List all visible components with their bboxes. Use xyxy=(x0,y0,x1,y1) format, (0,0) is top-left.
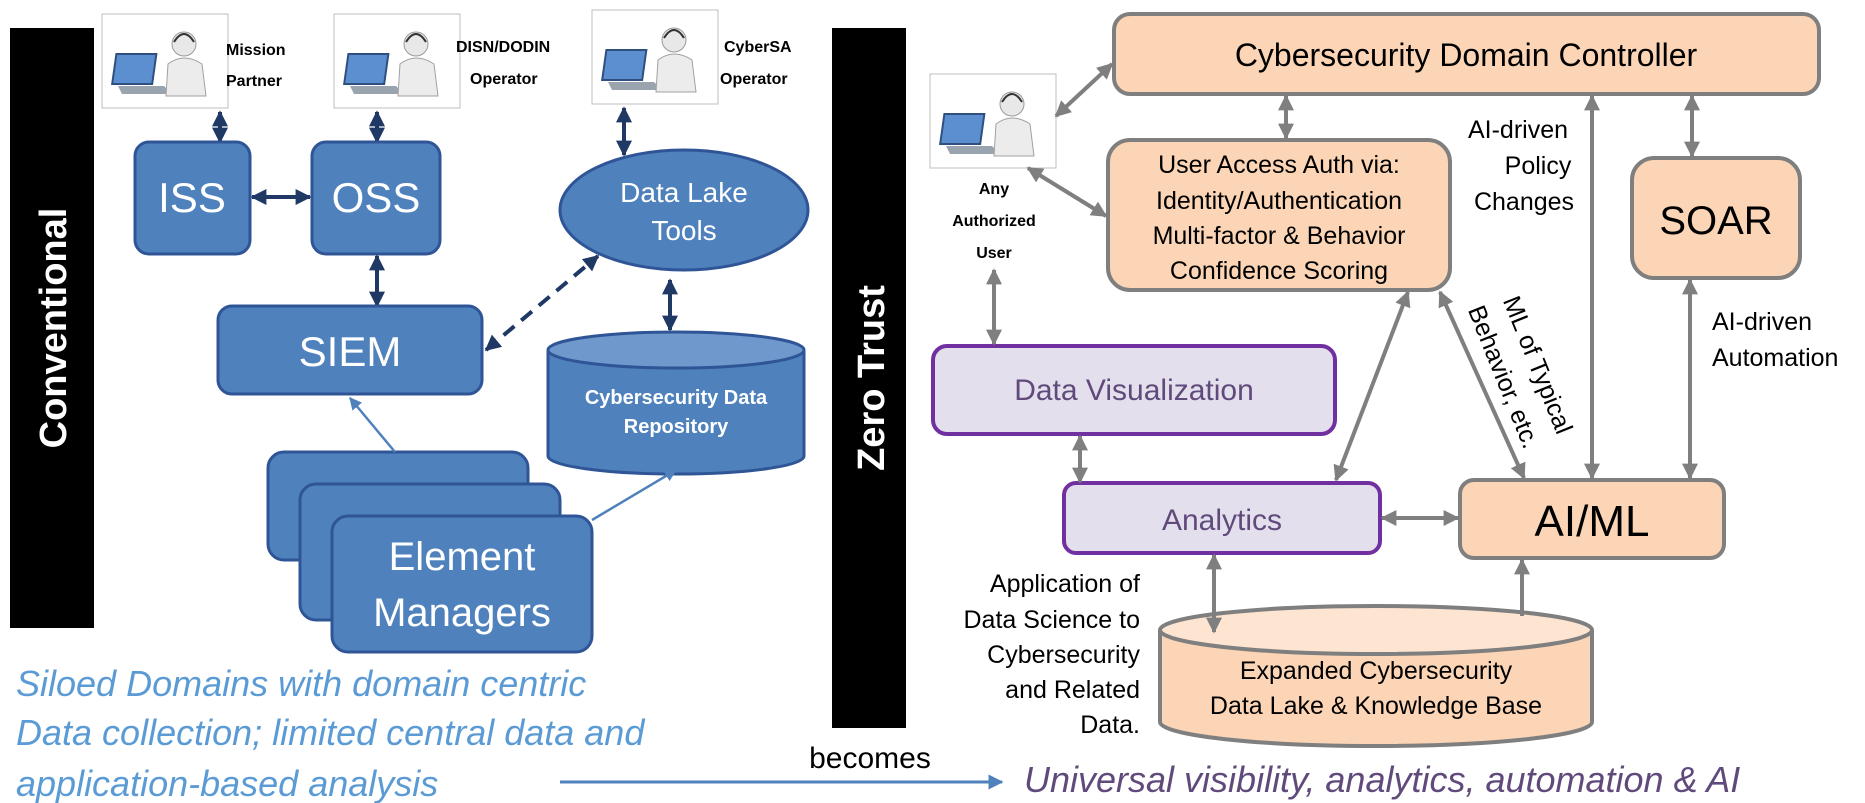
arrow-element-siem xyxy=(349,397,396,453)
application-line1: Application of xyxy=(990,570,1140,598)
domain-controller-label: Cybersecurity Domain Controller xyxy=(1235,37,1698,73)
element-managers-line1: Element xyxy=(389,535,536,579)
application-line4: and Related xyxy=(1005,676,1140,704)
aiml-label: AI/ML xyxy=(1535,497,1650,546)
data-lake-tools-line2: Tools xyxy=(651,215,716,246)
cybersa-operator-line1: CyberSA xyxy=(724,39,792,56)
expanded-data-lake: Expanded Cybersecurity Data Lake & Knowl… xyxy=(1158,604,1594,748)
data-lake-tools-line1: Data Lake xyxy=(620,177,748,208)
zero-trust-caption: Universal visibility, analytics, automat… xyxy=(1024,759,1740,800)
application-line5: Data. xyxy=(1080,711,1140,739)
data-lake-line1: Expanded Cybersecurity xyxy=(1240,657,1513,685)
mission-partner-line1: Mission xyxy=(226,42,286,59)
arrow-user-auth xyxy=(1026,166,1108,218)
disn-dodin-operator-icon xyxy=(333,13,461,109)
oss-box xyxy=(310,140,442,256)
conventional-panel: Conventional Mission Partner DISN/DODIN … xyxy=(10,9,810,803)
automation-label-line2: Automation xyxy=(1712,344,1838,372)
siem-box xyxy=(216,304,484,396)
user-access-line1: User Access Auth via: xyxy=(1158,151,1400,179)
arrow-analytics-auth xyxy=(1333,290,1411,482)
data-visualization-label: Data Visualization xyxy=(1014,374,1254,407)
element-managers-box xyxy=(330,514,594,654)
user-access-line4: Confidence Scoring xyxy=(1170,257,1388,285)
conventional-caption-line1: Siloed Domains with domain centric xyxy=(16,663,586,704)
siem-label: SIEM xyxy=(299,328,402,375)
domain-controller-box xyxy=(1112,12,1821,96)
zero-trust-side-label: Zero Trust xyxy=(851,285,893,471)
iss-label: ISS xyxy=(158,174,226,221)
aiml-box xyxy=(1458,478,1726,560)
any-user-line3: User xyxy=(976,245,1012,262)
user-access-auth-box xyxy=(1106,138,1452,292)
any-user-line1: Any xyxy=(979,181,1009,198)
any-user-line2: Authorized xyxy=(952,213,1036,230)
policy-label-line2: Policy xyxy=(1505,152,1572,180)
data-lake-line2: Data Lake & Knowledge Base xyxy=(1210,692,1542,720)
analytics-label: Analytics xyxy=(1162,504,1282,537)
user-access-line3: Multi-factor & Behavior xyxy=(1153,222,1406,250)
arrow-siem-datalake-dashed xyxy=(484,254,600,352)
user-access-line2: Identity/Authentication xyxy=(1156,187,1402,215)
analytics-box xyxy=(1062,481,1382,555)
conventional-caption-line2: Data collection; limited central data an… xyxy=(16,712,645,753)
mission-partner-line2: Partner xyxy=(226,73,282,90)
any-user-icon xyxy=(929,73,1057,169)
iss-box xyxy=(133,140,252,256)
soar-box xyxy=(1630,156,1802,280)
zero-trust-side-bar xyxy=(832,28,906,728)
cybersa-operator: CyberSA Operator xyxy=(591,9,792,105)
zero-trust-panel: Zero Trust Cybersecurity Domain Controll… xyxy=(832,12,1838,800)
application-line3: Cybersecurity xyxy=(987,641,1140,669)
automation-label-line1: AI-driven xyxy=(1712,308,1812,336)
conventional-side-bar xyxy=(10,28,94,628)
application-line2: Data Science to xyxy=(964,606,1141,634)
policy-label-line1: AI-driven xyxy=(1468,116,1568,144)
cybersa-operator-line2: Operator xyxy=(720,71,788,88)
arrow-user-controller xyxy=(1054,62,1114,118)
policy-label-line3: Changes xyxy=(1474,188,1574,216)
mission-partner-icon xyxy=(101,13,229,109)
disn-operator-line2: Operator xyxy=(470,71,538,88)
data-lake-tools-ellipse xyxy=(558,148,810,272)
disn-operator-line1: DISN/DODIN xyxy=(456,39,550,56)
arrow-element-repository xyxy=(591,468,678,522)
oss-label: OSS xyxy=(332,174,421,221)
mission-partner-operator: Mission Partner xyxy=(101,13,286,109)
soar-label: SOAR xyxy=(1659,199,1772,243)
arrow-aiml-auth xyxy=(1438,290,1526,480)
conventional-side-label: Conventional xyxy=(33,208,75,449)
cybersecurity-data-repository: Cybersecurity Data Repository xyxy=(546,330,806,476)
repository-line1: Cybersecurity Data xyxy=(585,387,768,409)
becomes-label: becomes xyxy=(809,742,931,775)
repository-line2: Repository xyxy=(624,416,729,438)
disn-dodin-operator: DISN/DODIN Operator xyxy=(333,13,550,109)
conventional-caption-line3: application-based analysis xyxy=(16,763,438,803)
element-managers-line2: Managers xyxy=(373,591,551,635)
cybersa-operator-icon xyxy=(591,9,719,105)
